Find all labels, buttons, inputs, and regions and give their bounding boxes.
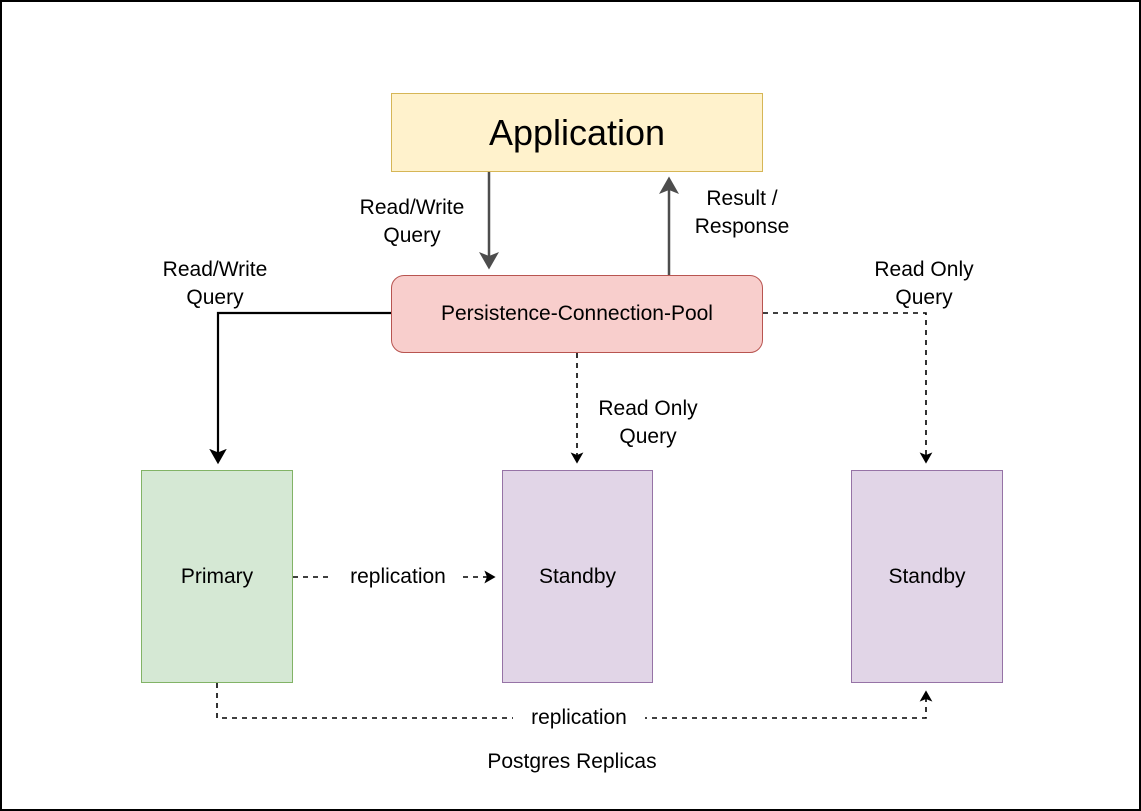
edge-label-pool-to-app: Result / Response (694, 187, 790, 238)
node-primary[interactable]: Primary (141, 470, 293, 683)
edge-label-pool-to-standby-right: Read Only Query (874, 258, 974, 309)
diagram-caption: Postgres Replicas (487, 750, 657, 773)
edge-label-app-to-pool: Read/Write Query (359, 196, 465, 247)
edge-label-replication-standby-middle: replication (333, 563, 463, 591)
edge-label-pool-to-primary: Read/Write Query (162, 258, 268, 309)
connector-pool-to-primary (209, 311, 391, 465)
node-application[interactable]: Application (391, 93, 763, 172)
edge-label-replication-standby-right: replication (513, 704, 645, 732)
edge-label-pool-to-standby-middle: Read Only Query (598, 397, 698, 448)
connector-pool-to-standby-right (763, 312, 933, 464)
node-persistence-connection-pool[interactable]: Persistence-Connection-Pool (391, 275, 763, 353)
node-standby-right[interactable]: Standby (851, 470, 1003, 683)
node-standby-middle[interactable]: Standby (502, 470, 653, 683)
